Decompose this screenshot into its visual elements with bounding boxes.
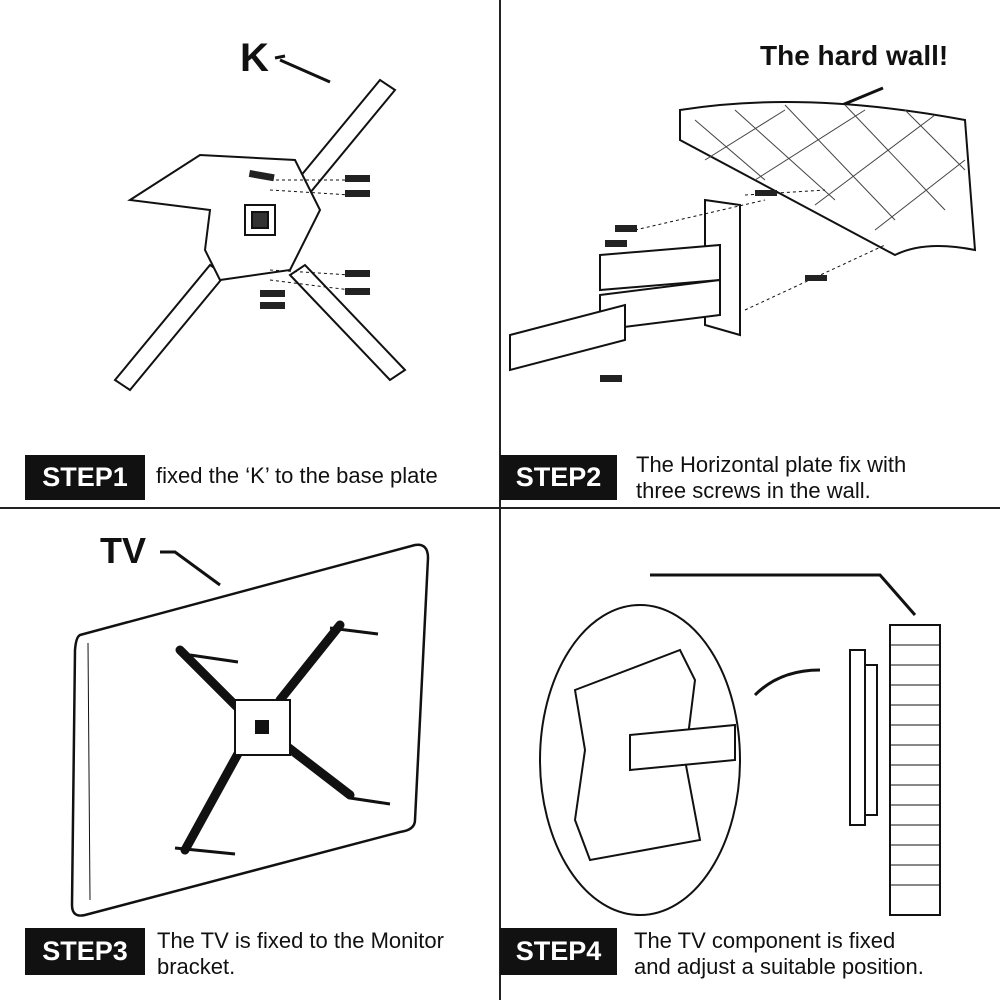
horizontal-divider xyxy=(0,507,1000,509)
step1-caption: fixed the ‘K’ to the base plate xyxy=(156,463,438,488)
step4-caption-line: The TV component is fixed xyxy=(634,928,896,953)
vertical-divider xyxy=(499,0,501,1000)
step2-badge: STEP2 xyxy=(500,455,617,500)
step2-caption-line: three screws in the wall. xyxy=(636,478,871,503)
step4-adjust-illustration xyxy=(539,573,941,916)
hard-wall-label: The hard wall! xyxy=(760,40,949,71)
step2-wall-mount-illustration xyxy=(509,86,977,382)
tv-label: TV xyxy=(100,530,147,571)
step1-bracket-illustration xyxy=(113,54,407,392)
step3-badge: STEP3 xyxy=(25,928,145,975)
step1-badge: STEP1 xyxy=(25,455,145,500)
k-label: K xyxy=(240,36,269,80)
step3-caption-line: The TV is fixed to the Monitor xyxy=(157,928,444,953)
step4-caption-line: and adjust a suitable position. xyxy=(634,954,924,979)
step3-caption: The TV is fixed to the Monitor bracket. xyxy=(157,928,444,980)
step3-caption-line: bracket. xyxy=(157,954,236,979)
step2-caption-line: The Horizontal plate fix with xyxy=(636,452,907,477)
step3-tv-illustration xyxy=(70,543,430,917)
step4-caption: The TV component is fixed and adjust a s… xyxy=(634,928,924,980)
step2-caption: The Horizontal plate fix with three scre… xyxy=(636,452,906,504)
step4-badge: STEP4 xyxy=(500,928,617,975)
